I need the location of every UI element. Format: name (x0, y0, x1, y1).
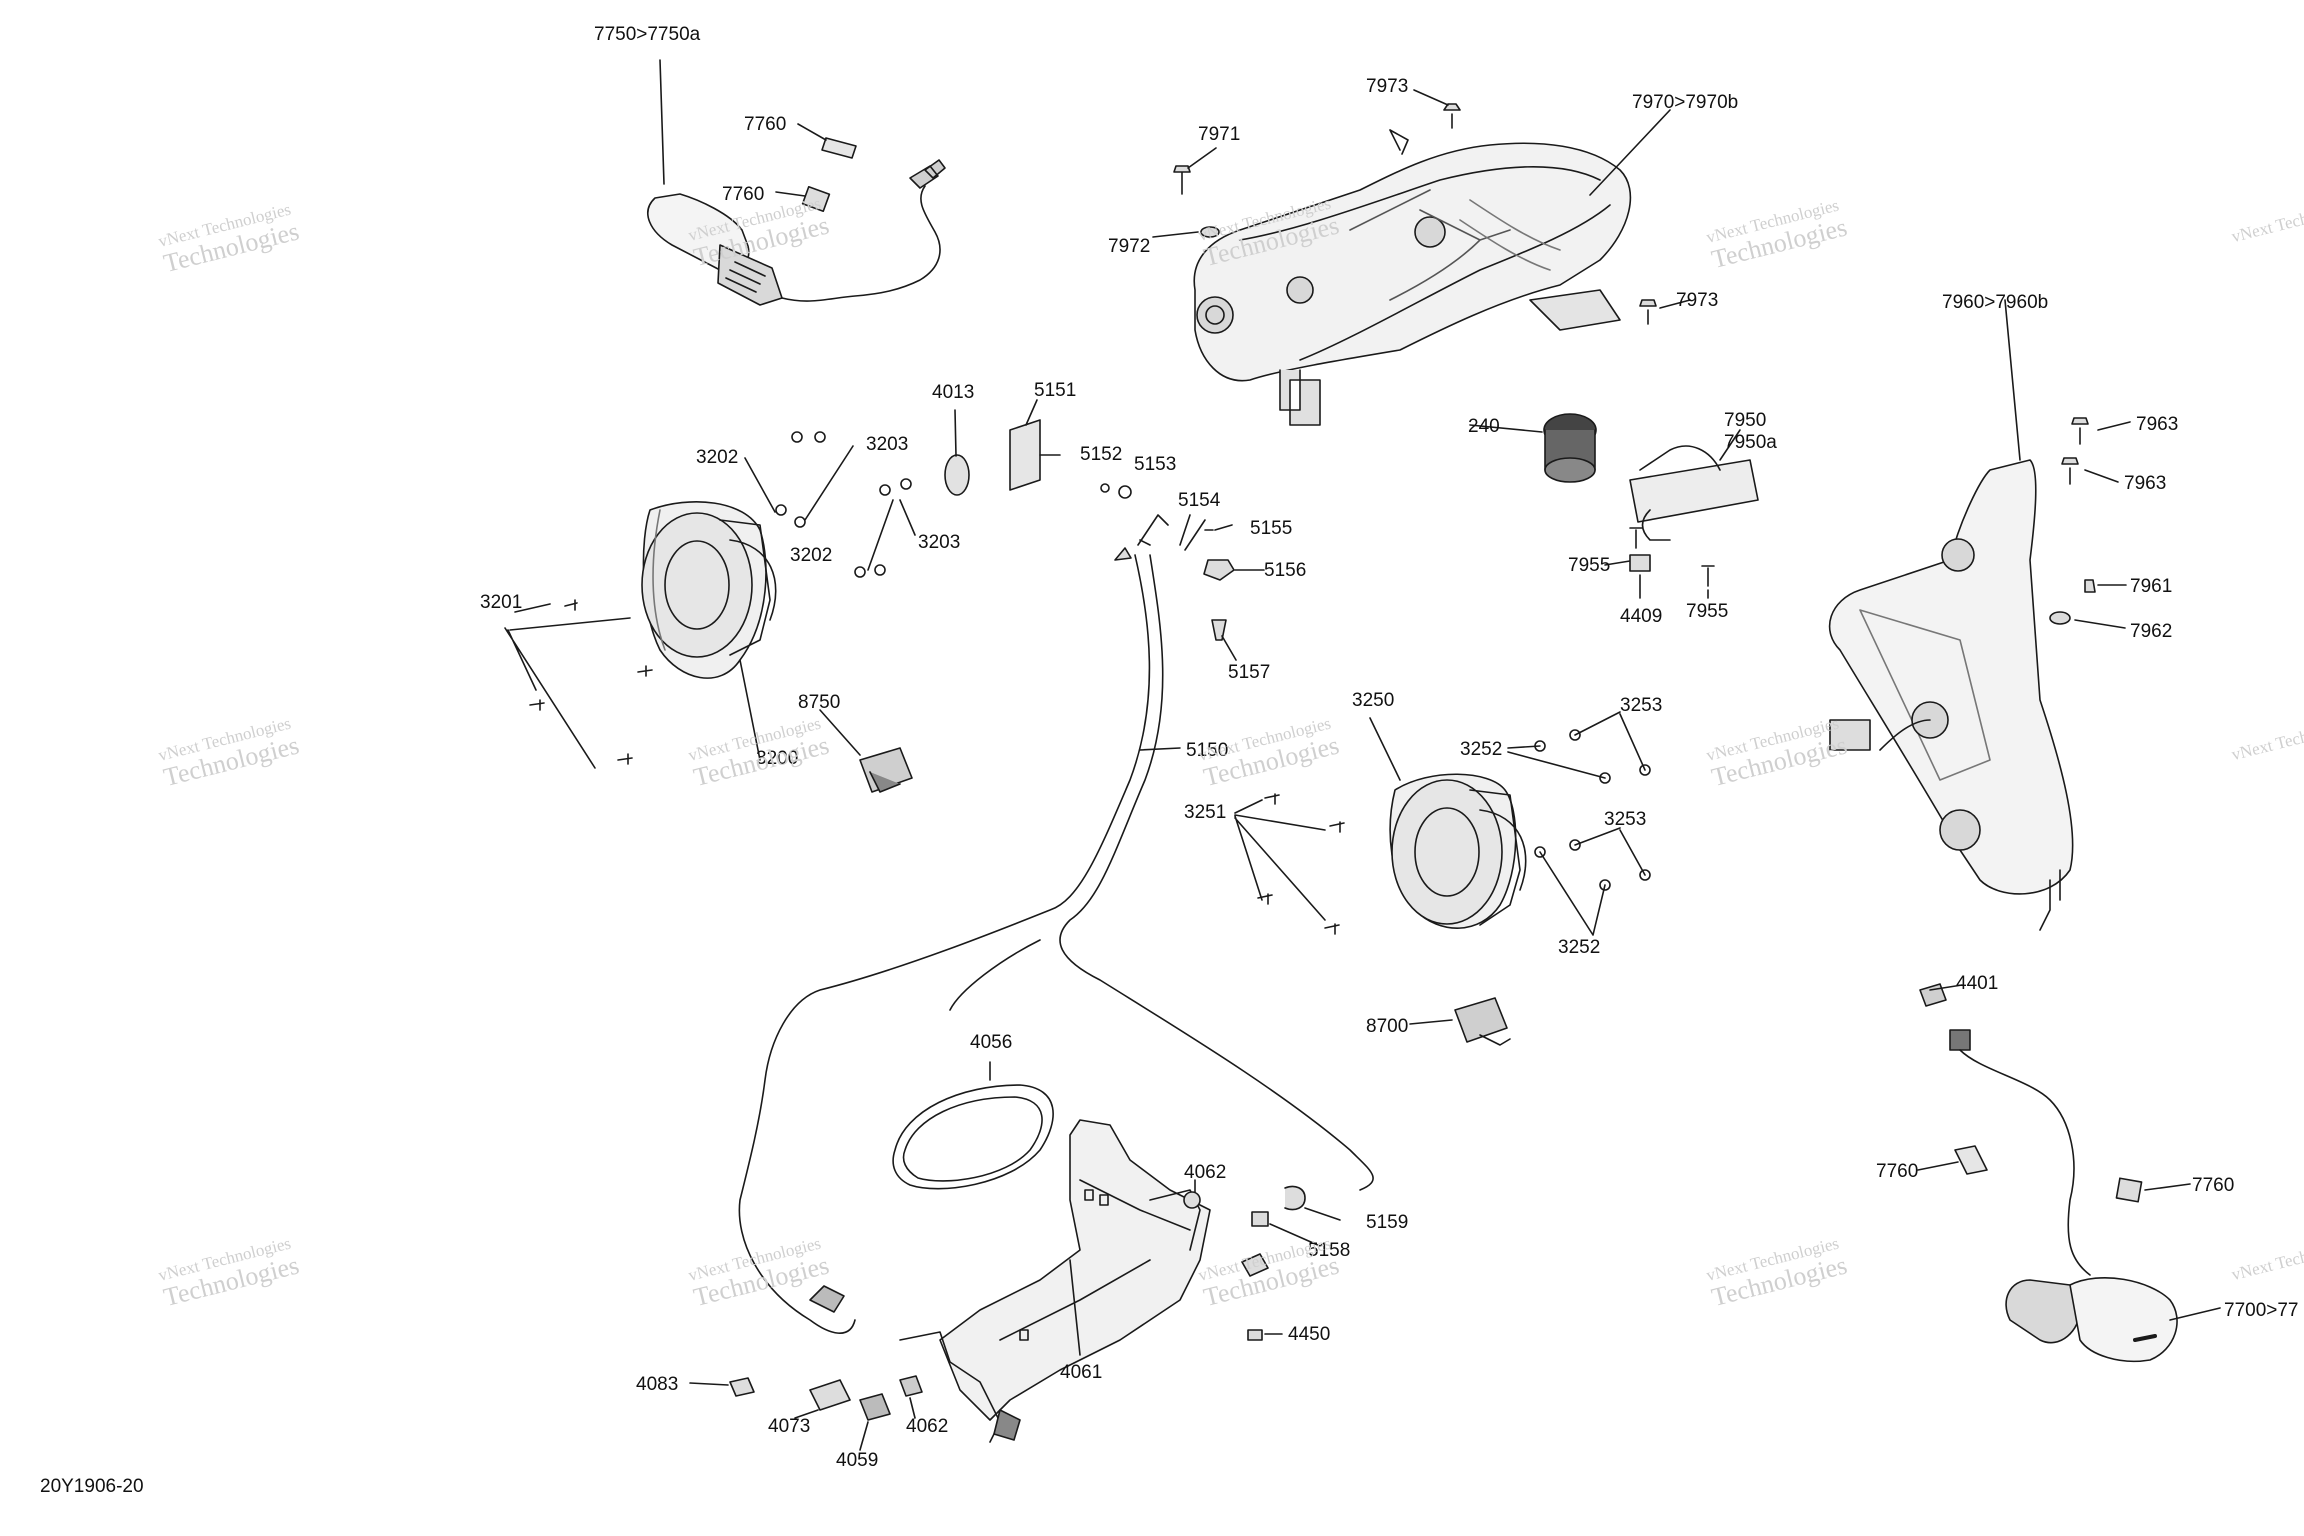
headlight-assembly (1193, 109, 1671, 426)
speaker-right-screws (1234, 711, 1651, 936)
callout-3201: 3201 (480, 592, 522, 613)
callout-7963: 7963 (2136, 414, 2178, 435)
callout-4401: 4401 (1956, 973, 1998, 994)
callout-7970: 7970>7970b (1632, 92, 1738, 113)
callout-4450: 4450 (1288, 1324, 1330, 1345)
grommet-4013 (944, 409, 970, 496)
callout-3202: 3202 (696, 447, 738, 468)
callout-7950: 7950 (1724, 410, 1766, 431)
callout-3251: 3251 (1184, 802, 1226, 823)
speaker-right (1369, 717, 1527, 929)
callout-3200: 3200 (756, 748, 798, 769)
document-id: 20Y1906-20 (40, 1476, 144, 1497)
callout-5150: 5150 (1186, 740, 1228, 761)
callout-7760: 7760 (722, 184, 764, 205)
callout-3252: 3252 (1460, 739, 1502, 760)
screws-7961-7963 (2049, 417, 2131, 629)
callout-3253: 3253 (1620, 695, 1662, 716)
callout-5152: 5152 (1080, 444, 1122, 465)
callout-7955: 7955 (1686, 601, 1728, 622)
taillight-assembly (1828, 299, 2074, 931)
callout-4061: 4061 (1060, 1362, 1102, 1383)
callout-7950a: 7950a (1724, 432, 1777, 453)
callout-4409: 4409 (1620, 606, 1662, 627)
callout-3203: 3203 (918, 532, 960, 553)
callout-8700: 8700 (1366, 1016, 1408, 1037)
callout-3252: 3252 (1558, 937, 1600, 958)
connectors-bottom (689, 1375, 923, 1451)
reflectors-7760-bottom (1917, 1145, 2191, 1203)
turn-signal-front-left (647, 59, 946, 306)
callout-7972: 7972 (1108, 236, 1150, 257)
speaker-left-screws (504, 431, 916, 769)
callout-4062: 4062 (906, 1416, 948, 1437)
screws-7971-7973 (1152, 89, 1691, 325)
harness-fasteners-5155-5157 (1203, 524, 1265, 661)
callout-7963: 7963 (2124, 473, 2166, 494)
gasket-4056 (892, 1061, 1054, 1190)
connector-8750 (819, 709, 913, 793)
bracket-4061 (899, 1119, 1211, 1443)
callout-3203: 3203 (866, 434, 908, 455)
callout-4062: 4062 (1184, 1162, 1226, 1183)
callout-5153: 5153 (1134, 454, 1176, 475)
callout-7700: 7700>77 (2224, 1300, 2299, 1321)
callout-4056: 4056 (970, 1032, 1012, 1053)
callout-5155: 5155 (1250, 518, 1292, 539)
fasteners-4062-5158-5159-4450 (1183, 1179, 1341, 1341)
callout-7955: 7955 (1568, 555, 1610, 576)
callout-7960: 7960>7960b (1942, 292, 2048, 313)
callout-5151: 5151 (1034, 380, 1076, 401)
callout-7962: 7962 (2130, 621, 2172, 642)
callout-5159: 5159 (1366, 1212, 1408, 1233)
callout-5156: 5156 (1264, 560, 1306, 581)
callout-7973: 7973 (1366, 76, 1408, 97)
callout-4083: 4083 (636, 1374, 678, 1395)
callout-4059: 4059 (836, 1450, 878, 1471)
turn-signal-rear-right (1919, 983, 2221, 1363)
callout-3253: 3253 (1604, 809, 1646, 830)
callout-5157: 5157 (1228, 662, 1270, 683)
wiring-harness-5150 (738, 514, 1374, 1334)
callout-3202: 3202 (790, 545, 832, 566)
callout-7760: 7760 (1876, 1161, 1918, 1182)
callout-7750: 7750>7750a (594, 24, 701, 45)
callout-4073: 4073 (768, 1416, 810, 1437)
callout-7760: 7760 (2192, 1175, 2234, 1196)
callout-4013: 4013 (932, 382, 974, 403)
callout-7961: 7961 (2130, 576, 2172, 597)
callout-7760: 7760 (744, 114, 786, 135)
callout-8750: 8750 (798, 692, 840, 713)
callout-5154: 5154 (1178, 490, 1221, 511)
clips-7955-4409 (1604, 527, 1715, 599)
callout-7973: 7973 (1676, 290, 1718, 311)
callout-240: 240 (1468, 416, 1500, 437)
callout-7971: 7971 (1198, 124, 1240, 145)
bracket-5151 (1009, 399, 1132, 499)
speaker-left (641, 501, 777, 761)
callout-5158: 5158 (1308, 1240, 1350, 1261)
module-7950 (1629, 429, 1759, 541)
callout-3250: 3250 (1352, 690, 1394, 711)
power-socket-240 (1469, 413, 1597, 483)
reflector-7760-top (775, 123, 857, 213)
connector-8700 (1409, 997, 1511, 1046)
